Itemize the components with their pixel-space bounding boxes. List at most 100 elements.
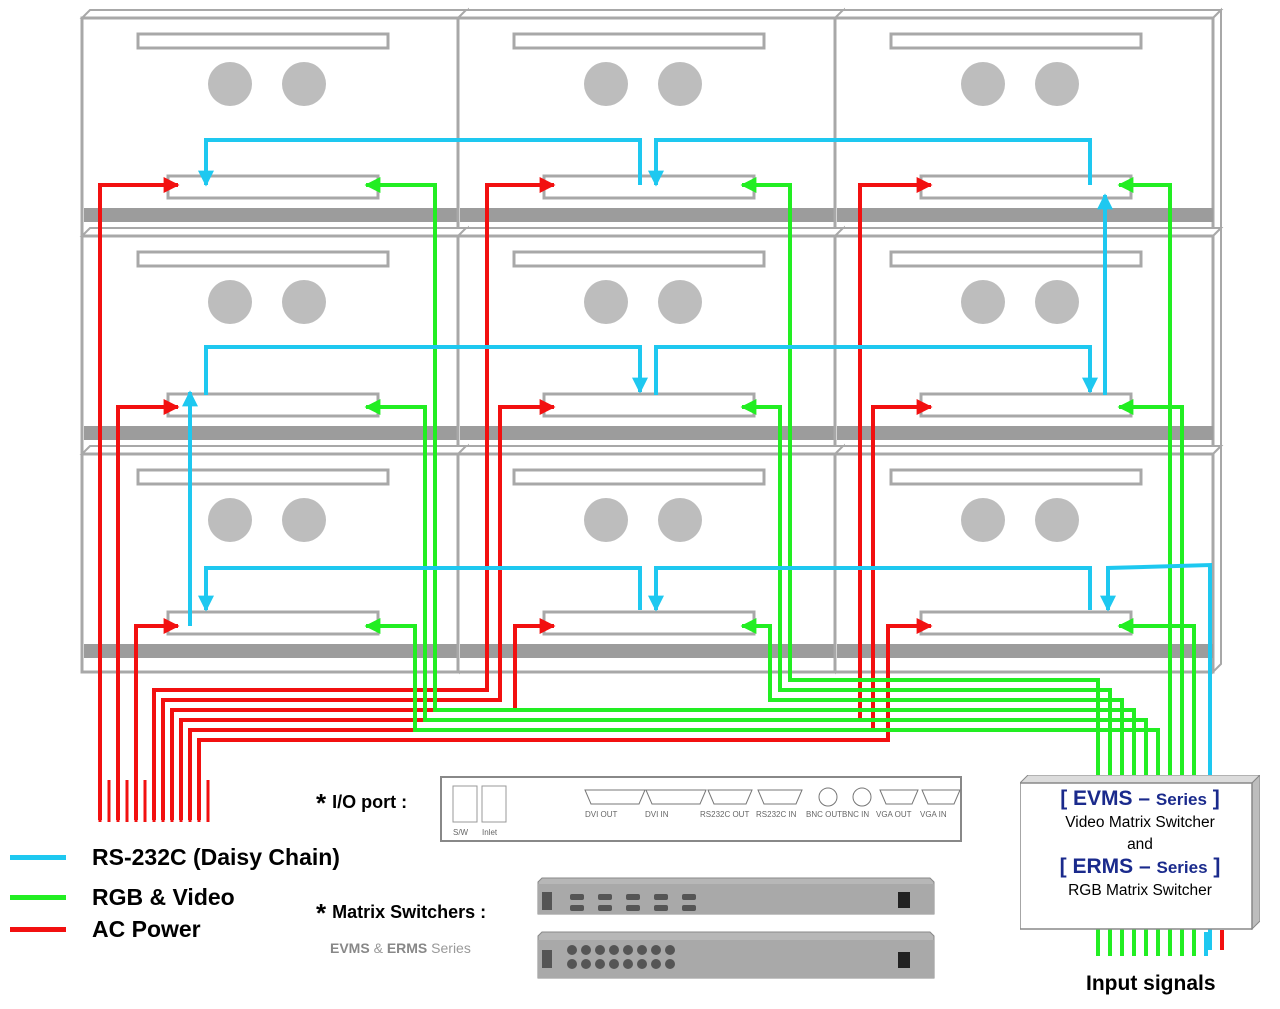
legend-label-power: AC Power — [92, 915, 201, 942]
switcher-bnc — [609, 959, 619, 969]
io-port-label: DVI IN — [645, 810, 669, 819]
bnc-port — [852, 787, 872, 807]
asterisk-icon: * — [316, 898, 327, 928]
cube-bottom-slot — [919, 610, 1133, 636]
switcher-port — [570, 894, 584, 900]
projection-cube — [455, 225, 847, 457]
rgb-cable — [1117, 399, 1184, 950]
lens-left — [208, 62, 252, 106]
cube-base-band — [460, 208, 836, 222]
legend-power: AC Power — [10, 914, 201, 944]
evms-line: [ EVMS – Series ] — [1060, 787, 1220, 810]
switcher-port — [682, 905, 696, 911]
series-erms: ERMS — [386, 940, 428, 956]
power-cable — [152, 177, 556, 820]
cube-face — [456, 452, 838, 674]
rs232-cable — [648, 138, 1092, 187]
matrix-switcher-2 — [537, 931, 935, 979]
cube-base-band — [84, 208, 460, 222]
projection-cube — [79, 225, 471, 457]
rgb-cable — [740, 177, 1100, 950]
cube-face — [80, 452, 462, 674]
switcher-bnc — [581, 945, 591, 955]
connector-port — [584, 789, 646, 805]
lens-right — [282, 498, 326, 542]
cube-face — [456, 16, 838, 238]
asterisk-icon: * — [316, 788, 327, 818]
rs232-cable — [654, 345, 1098, 395]
power-cable — [98, 177, 180, 820]
io-port-label: BNC IN — [842, 810, 870, 819]
switcher-port — [598, 894, 612, 900]
io-port-label: VGA IN — [920, 810, 947, 819]
cube-base-band — [837, 644, 1213, 658]
switcher-bnc — [581, 959, 591, 969]
switcher-port — [682, 894, 696, 900]
lens-left — [584, 498, 628, 542]
lens-left — [961, 62, 1005, 106]
connector-port — [757, 789, 803, 805]
cube-top-slot — [512, 32, 766, 50]
lens-right — [1035, 62, 1079, 106]
legend-label-rs232: RS-232C (Daisy Chain) — [92, 843, 340, 870]
io-port-label: S/W — [453, 828, 469, 837]
cube-face — [833, 452, 1215, 674]
rgb-cable — [1117, 177, 1172, 950]
switcher-port — [654, 894, 668, 900]
bnc-port — [818, 787, 838, 807]
switcher-bnc — [665, 959, 675, 969]
lens-left — [961, 280, 1005, 324]
cube-base-band — [84, 644, 460, 658]
lens-left — [584, 280, 628, 324]
cube-base-band — [460, 644, 836, 658]
cube-top-slot — [889, 468, 1143, 486]
lens-right — [658, 498, 702, 542]
matrix-switcher-box — [1020, 775, 1260, 930]
rs232-cable — [648, 566, 1092, 612]
cube-bottom-slot — [166, 610, 380, 636]
legend-rs232: RS-232C (Daisy Chain) — [10, 842, 340, 872]
io-port-label: RS232C IN — [756, 810, 797, 819]
matrix-series-caption: EVMS & ERMS Series — [330, 940, 471, 956]
rs232-cable — [204, 345, 648, 395]
projection-cube — [832, 7, 1224, 239]
lens-right — [282, 280, 326, 324]
cube-base-band — [837, 208, 1213, 222]
io-port-title: I/O port : — [332, 792, 408, 812]
lens-left — [961, 498, 1005, 542]
brand-erms: ERMS — [1072, 855, 1134, 878]
series-evms: EVMS — [330, 940, 370, 956]
power-cable — [116, 399, 180, 820]
switcher-port — [626, 894, 640, 900]
cube-bottom-slot — [542, 174, 756, 200]
power-cable — [161, 399, 556, 820]
erms-line: [ ERMS – Series ] — [1059, 855, 1221, 878]
switcher-box-text: [ EVMS – Series ] Video Matrix Switcher … — [1022, 788, 1258, 902]
switcher-bnc — [609, 945, 619, 955]
lens-right — [658, 62, 702, 106]
io-port-label: VGA OUT — [876, 810, 912, 819]
switcher-bnc — [595, 959, 605, 969]
cube-top-slot — [136, 468, 390, 486]
connector-port — [879, 789, 919, 805]
input-signals-label: Input signals — [1086, 972, 1216, 995]
cube-bottom-slot — [542, 392, 756, 418]
switcher-port — [654, 905, 668, 911]
cube-face — [833, 16, 1215, 238]
cube-base-band — [84, 426, 460, 440]
io-port-panel — [440, 776, 962, 842]
io-port-label: Inlet — [482, 828, 498, 837]
cube-top-slot — [136, 32, 390, 50]
power-cable — [134, 618, 180, 820]
switcher-db-port — [542, 950, 552, 968]
cube-bottom-slot — [166, 392, 380, 418]
rs232-cable — [1100, 562, 1212, 950]
brand-evms: EVMS — [1073, 787, 1133, 810]
cube-top-slot — [512, 250, 766, 268]
cube-bottom-slot — [166, 174, 380, 200]
cube-top-slot — [512, 468, 766, 486]
lens-right — [282, 62, 326, 106]
projection-cube — [832, 443, 1224, 675]
